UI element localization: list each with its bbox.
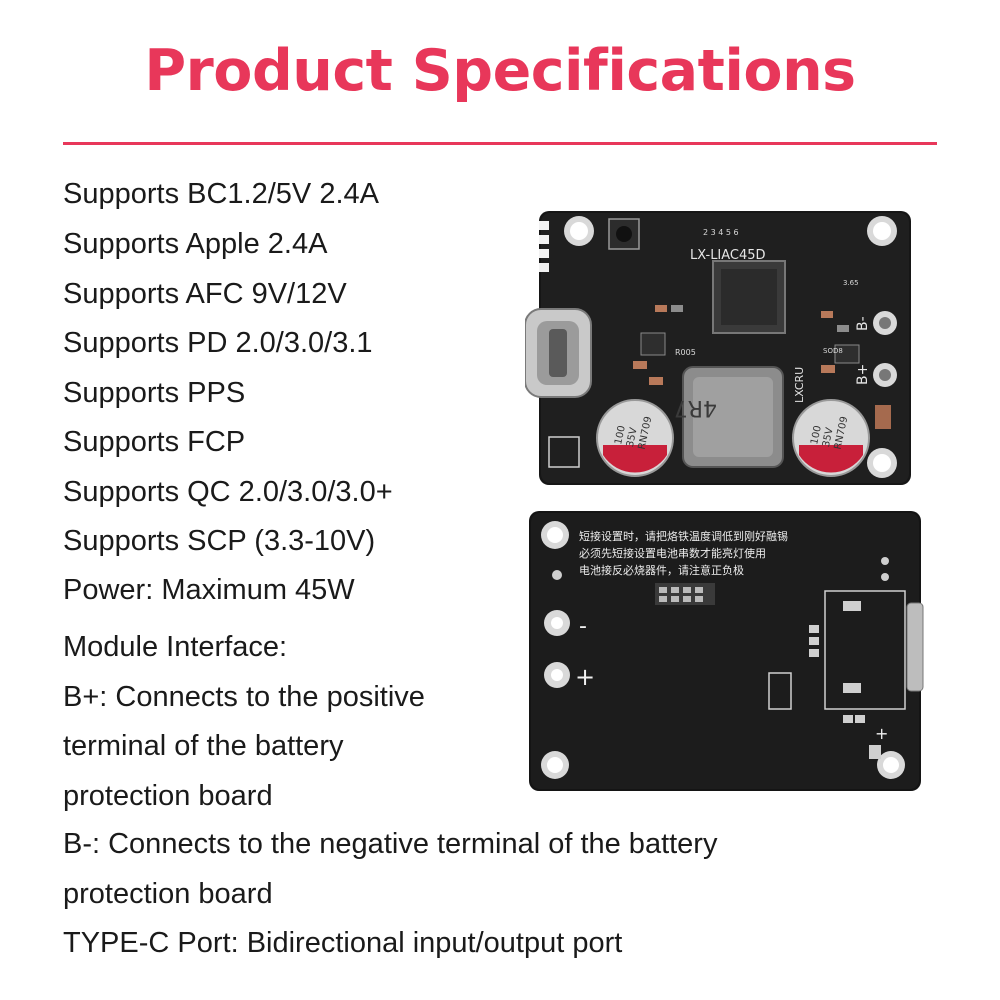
r005-label: R005 <box>675 348 696 357</box>
smd-component <box>640 332 666 356</box>
smd-component <box>633 361 647 369</box>
interface-line: protection board <box>63 780 273 812</box>
plus-small-marking: + <box>875 724 888 743</box>
warning-note: 电池接反必烧器件，请注意正负极 <box>579 563 744 577</box>
spec-line: Supports BC1.2/5V 2.4A <box>63 178 379 210</box>
smd-pad <box>869 745 881 759</box>
jumper-pads <box>655 583 715 605</box>
pcb-photos: 2 3 4 5 6 LX-LIAC45D R005 SOD8 3.65 <box>525 211 924 791</box>
smd-pad <box>855 715 865 723</box>
led <box>539 235 549 244</box>
interface-line: terminal of the battery <box>63 730 344 762</box>
inductor: 4R7 <box>674 366 784 468</box>
interface-line: B-: Connects to the negative terminal of… <box>63 828 718 860</box>
port-outline <box>824 590 906 710</box>
smd-component <box>875 405 891 429</box>
warning-note: 必须先短接设置电池串数才能亮灯使用 <box>579 546 766 560</box>
b-minus-label: B- <box>855 316 871 331</box>
spec-line: Power: Maximum 45W <box>63 574 355 606</box>
spec-line: Supports SCP (3.3-10V) <box>63 525 376 557</box>
spec-line: Supports QC 2.0/3.0/3.0+ <box>63 476 393 508</box>
plus-marking: + <box>575 663 595 691</box>
smd-pad <box>809 649 819 657</box>
mounting-hole <box>564 216 594 246</box>
b-minus-pad <box>873 311 897 335</box>
pin-numbers: 2 3 4 5 6 <box>703 228 739 237</box>
v365-label: 3.65 <box>843 279 859 287</box>
model-label: LX-LIAC45D <box>690 248 766 263</box>
solder-pad <box>548 436 580 468</box>
interface-line: protection board <box>63 878 273 910</box>
smd-pad <box>843 715 853 723</box>
mounting-hole <box>867 448 897 478</box>
interface-heading: Module Interface: <box>63 631 288 663</box>
smd-component <box>821 311 833 318</box>
smd-component <box>834 344 860 364</box>
inductor-label: 4R7 <box>674 395 717 420</box>
sod8-label: SOD8 <box>823 347 843 355</box>
spec-line: Supports PPS <box>63 377 246 409</box>
via <box>552 570 562 580</box>
push-button <box>608 218 640 250</box>
smd-outline <box>768 672 792 710</box>
mounting-hole <box>541 751 569 779</box>
spec-line: Supports Apple 2.4A <box>63 228 328 260</box>
interface-line: B+: Connects to the positive <box>63 681 425 713</box>
smd-component <box>821 365 835 373</box>
mounting-hole <box>877 751 905 779</box>
board-bottom-view: 短接设置时，请把烙铁温度调低到刚好融锡 必须先短接设置电池串数才能亮灯使用 电池… <box>529 511 924 791</box>
warning-note: 短接设置时，请把烙铁温度调低到刚好融锡 <box>579 529 788 543</box>
plus-pad <box>544 662 570 688</box>
smd-pad <box>843 601 861 611</box>
spec-line: Supports FCP <box>63 426 246 458</box>
smd-component <box>671 305 683 312</box>
led <box>539 221 549 230</box>
title-divider <box>63 142 937 145</box>
board-top-view: 2 3 4 5 6 LX-LIAC45D R005 SOD8 3.65 <box>525 211 911 485</box>
via <box>881 573 889 581</box>
minus-marking: - <box>579 614 587 639</box>
usb-c-port <box>906 602 924 692</box>
smd-pad <box>809 637 819 645</box>
spec-line: Supports AFC 9V/12V <box>63 278 347 310</box>
smd-component <box>837 325 849 332</box>
via <box>881 557 889 565</box>
mounting-hole <box>867 216 897 246</box>
spec-line: Supports PD 2.0/3.0/3.1 <box>63 327 373 359</box>
smd-component <box>655 305 667 312</box>
minus-pad <box>544 610 570 636</box>
smd-pad <box>809 625 819 633</box>
interface-line: TYPE-C Port: Bidirectional input/output … <box>63 927 623 959</box>
smd-component <box>649 377 663 385</box>
b-plus-label: B+ <box>855 364 871 385</box>
cap-label: 100 <box>809 425 824 446</box>
cap-label: 35V <box>625 427 640 449</box>
cap-label: 35V <box>821 427 836 449</box>
page-title: Product Specifications <box>144 38 856 104</box>
smd-pad <box>843 683 861 693</box>
capacitor: 100 35V RN709 <box>596 399 674 477</box>
ic-chip <box>712 260 786 334</box>
capacitor: 100 35V RN709 <box>792 399 870 477</box>
led <box>539 263 549 272</box>
usb-c-port <box>525 308 592 398</box>
led <box>539 249 549 258</box>
mounting-hole <box>541 521 569 549</box>
cap-label: 100 <box>613 425 628 446</box>
inductor-side-label: LXCRU <box>793 367 806 403</box>
b-plus-pad <box>873 363 897 387</box>
